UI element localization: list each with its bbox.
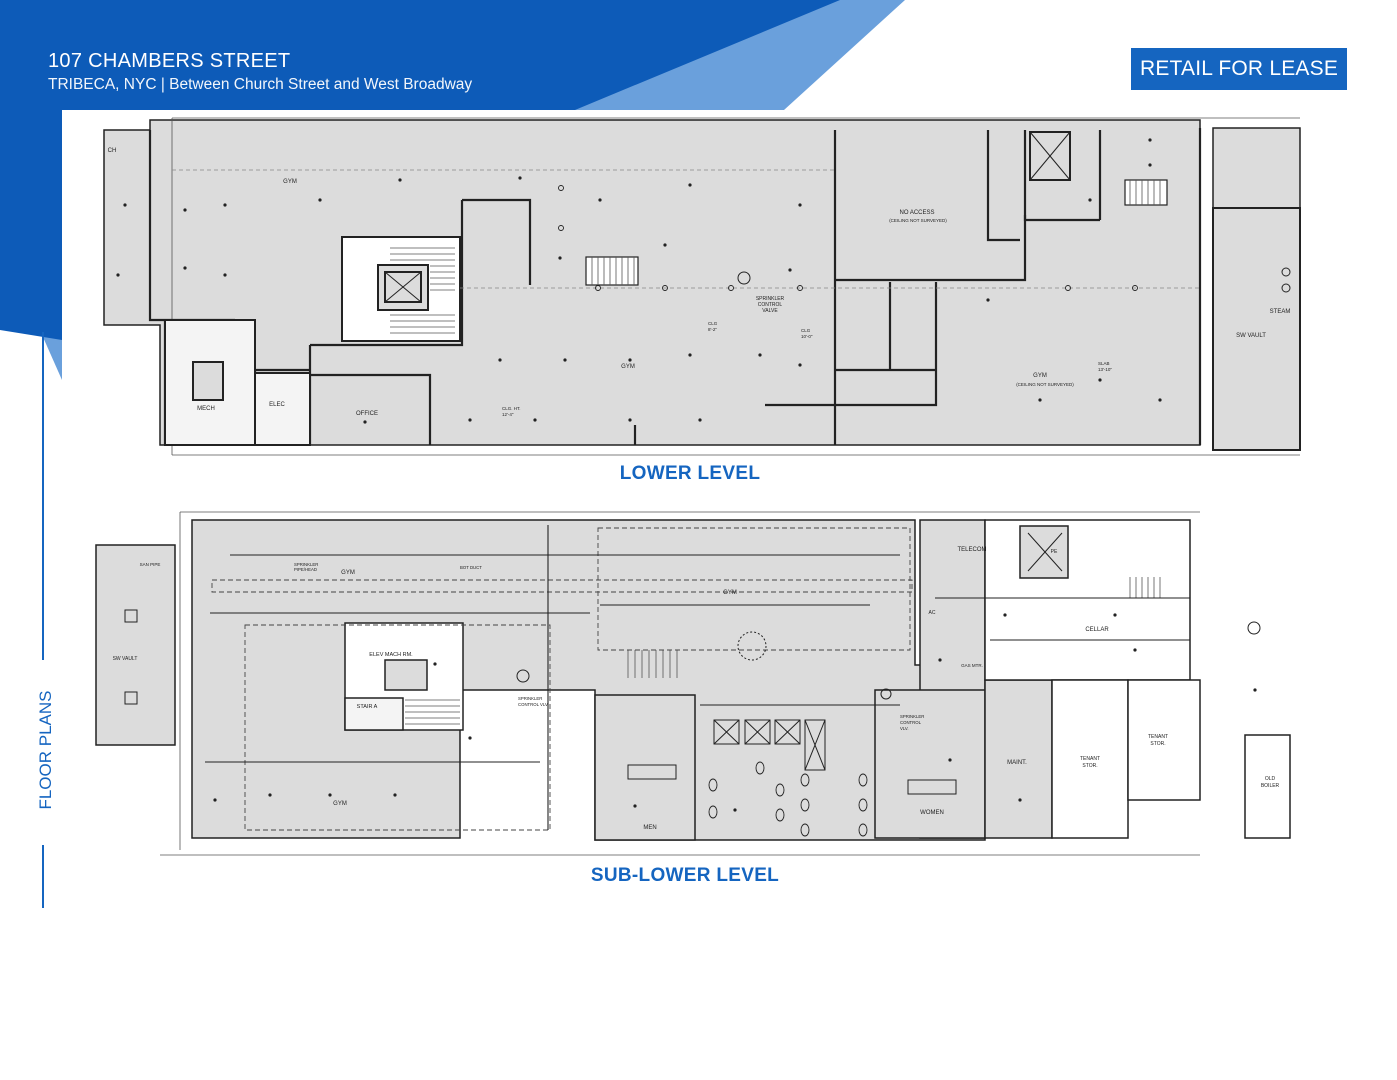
lower-room-no-access: NO ACCESS — [899, 210, 934, 216]
lower-sprinkler-heads — [116, 138, 1162, 424]
sub-sprinkler-heads — [213, 613, 1257, 812]
sub-sprinkler-pipe-b: PIPE/HEAD — [294, 567, 317, 572]
lower-room-office: OFFICE — [356, 411, 378, 417]
sub-sprinkler-ctrl-b: CONTROL VLV. — [518, 702, 549, 707]
sub-tenant-stor-2 — [1127, 679, 1201, 801]
sub-men-area — [594, 694, 696, 841]
sub-room-gym-3: GYM — [333, 801, 347, 807]
sub-sprinkler-ctrl-2c: VLV. — [900, 726, 909, 731]
sub-sprinkler-ctrl-2: SPRINKLER — [900, 714, 924, 719]
sub-room-san-pipe: SAN PIPE — [140, 562, 161, 567]
lower-clg-2: CLG — [708, 321, 718, 326]
lower-sw-vault — [1212, 207, 1301, 451]
sub-room-elev-mach: ELEV MACH RM. — [369, 652, 413, 658]
lower-room-mech: MECH — [197, 406, 215, 412]
lower-level-label: LOWER LEVEL — [619, 463, 761, 484]
lower-slab: SLAB — [1098, 361, 1110, 366]
lower-room-no-access-note: (CEILING NOT SURVEYED) — [889, 218, 947, 223]
lower-room-gym-1: GYM — [283, 179, 297, 185]
lower-sprinkler-label: SPRINKLER — [756, 296, 785, 302]
sub-room-cellar: CELLAR — [1085, 627, 1109, 633]
sub-room-tenant-1: TENANT — [1080, 756, 1100, 762]
lower-room-sw-vault: SW VAULT — [1236, 333, 1266, 339]
lower-clg-1-val: 12'-4" — [502, 412, 514, 417]
sub-room-pe: PE — [1051, 549, 1058, 555]
sub-west-vault — [95, 544, 176, 746]
sub-room-tenant-2: TENANT — [1148, 734, 1168, 740]
retail-for-lease-badge: RETAIL FOR LEASE — [1131, 48, 1347, 90]
lower-room-elec: ELEC — [269, 402, 285, 408]
sub-sprinkler-pipe: SPRINKLER — [294, 562, 318, 567]
sub-lower-level-label: SUB-LOWER LEVEL — [590, 865, 780, 886]
sub-room-tenant-1b: STOR. — [1082, 763, 1097, 769]
sub-room-women: WOMEN — [920, 810, 944, 816]
sub-tenant-stor-1 — [1051, 679, 1129, 839]
lower-room-ch: CH — [108, 148, 117, 154]
sub-room-gym-1: GYM — [341, 570, 355, 576]
lower-clg-2-val: 8'-2" — [708, 327, 717, 332]
sub-sprinkler-ctrl-2b: CONTROL — [900, 720, 922, 725]
dark-blue-banner — [0, 0, 840, 340]
lower-sprinkler-label-2: CONTROL — [758, 302, 783, 308]
page-subtitle: TRIBECA, NYC | Between Church Street and… — [48, 76, 473, 93]
lower-slab-val: 13'-10" — [1098, 367, 1112, 372]
sub-room-ac: AC — [929, 610, 936, 616]
sub-room-telecom: TELECOM — [957, 547, 986, 553]
sub-room-gas-mtr: GAS MTR. — [961, 663, 983, 668]
sub-old-boiler — [1244, 734, 1291, 839]
sub-sprinkler-ctrl: SPRINKLER — [518, 696, 542, 701]
lower-room-gym-3: GYM — [1033, 373, 1047, 379]
sub-room-sw-vault: SW VAULT — [113, 656, 138, 662]
lower-clg-1: CLG. HT. — [502, 406, 521, 411]
sub-room-stair-a: STAIR A — [357, 704, 378, 710]
sub-maint — [984, 679, 1053, 839]
sub-room-old-boiler-b: BOILER — [1261, 783, 1280, 789]
lower-elec-room — [254, 372, 311, 446]
lower-room-gym-3-note: (CEILING NOT SURVEYED) — [1016, 382, 1074, 387]
sub-cellar-area — [984, 519, 1191, 681]
sub-bot-duct: BOT DUCT — [460, 565, 482, 570]
page-title: 107 CHAMBERS STREET — [48, 50, 291, 72]
sub-room-maint: MAINT. — [1007, 760, 1027, 766]
sub-room-gym-2: GYM — [723, 590, 737, 596]
lower-sprinkler-label-3: VALVE — [762, 308, 778, 314]
sub-room-tenant-2b: STOR. — [1150, 741, 1165, 747]
lower-room-steam: STEAM — [1270, 309, 1291, 315]
sub-stair-a — [344, 697, 404, 731]
lower-clg-3: CLG — [801, 328, 811, 333]
lower-room-gym-2: GYM — [621, 364, 635, 370]
lower-clg-3-val: 10'-0" — [801, 334, 813, 339]
sub-room-old-boiler: OLD — [1265, 776, 1276, 782]
sub-room-men: MEN — [643, 825, 656, 831]
